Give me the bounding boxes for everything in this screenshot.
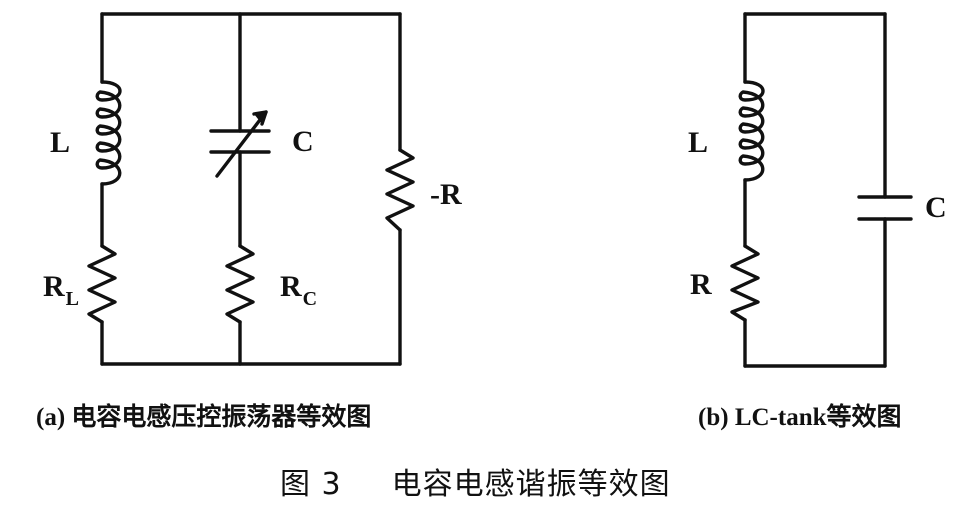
inductor-l-label: L [50,126,71,159]
resistor-rl-label: RL [43,270,79,310]
resistor-rl-symbol [87,244,117,324]
resistor-rl-label-main: R [43,270,65,303]
figure-number: 图 3 [280,467,342,502]
resistor-rc-label: RC [280,270,317,310]
resistor-r-symbol-b [730,244,760,322]
capacitor-c-variable-arrow [215,110,268,178]
caption-b-prefix: (b) [698,404,729,431]
circuit-a [87,12,415,366]
caption-b-text: LC-tank等效图 [734,404,902,431]
capacitor-c-arrow-head [252,110,268,126]
caption-a-text: 电容电感压控振荡器等效图 [71,404,372,431]
caption-a: (a) 电容电感压控振荡器等效图 [36,405,371,430]
resistor-rl-label-subscript: L [65,288,80,310]
capacitor-c-label: C [292,125,314,158]
inductor-l-symbol-b [738,80,765,182]
circuit-b [730,12,913,368]
capacitor-c-label-b: C [925,191,947,224]
negative-resistor-label: -R [430,178,462,211]
resistor-rc-label-main: R [280,270,302,303]
figure-title: 图 3 电容电感谐振等效图 [280,470,671,500]
resistor-rc-label-subscript: C [302,288,318,310]
caption-b: (b) LC-tank等效图 [698,405,902,430]
caption-a-prefix: (a) [36,404,66,431]
resistor-neg-r-symbol [385,148,415,232]
inductor-l-symbol [95,80,122,186]
figure-title-text: 电容电感谐振等效图 [391,467,671,502]
resistor-rc-symbol [225,244,255,324]
resistor-r-label-b: R [690,268,712,301]
inductor-l-label-b: L [688,126,709,159]
